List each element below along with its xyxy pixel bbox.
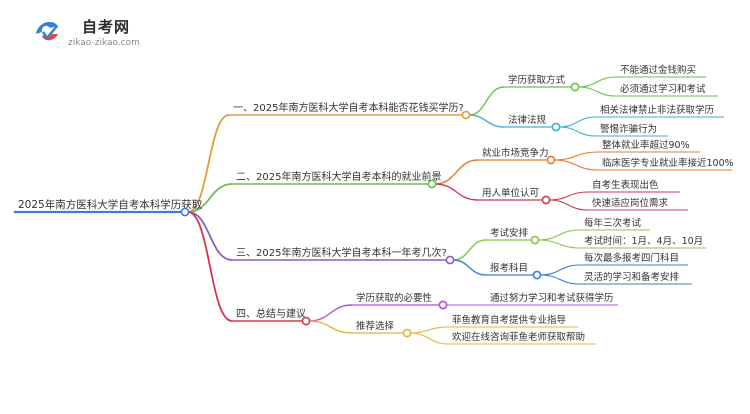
leaf-connector (558, 116, 597, 128)
leaf-topic: 通过努力学习和考试获得学历 (490, 292, 614, 304)
subtopic: 就业市场竞争力 (482, 147, 549, 159)
branch-topic: 三、2025年南方医科大学自考本科一年考几次? (236, 246, 447, 259)
leaf-connector (553, 151, 599, 161)
subtopic: 学历获取方式 (508, 74, 566, 86)
leaf-topic: 菲鱼教育自考提供专业指导 (452, 314, 566, 326)
branch-node-dot (461, 110, 471, 120)
branch-connector (187, 183, 233, 213)
leaf-topic: 整体就业率超过90% (602, 139, 690, 151)
subtopic-node-dot (551, 122, 561, 132)
leaf-topic: 临床医学专业就业率接近100% (602, 157, 734, 169)
leaf-connector (577, 86, 617, 97)
leaf-topic: 相关法律禁止非法获取学历 (600, 104, 714, 116)
leaf-topic: 欢迎在线咨询菲鱼老师获取帮助 (452, 331, 585, 343)
logo-domain: zikao-zikao.com (68, 38, 140, 48)
leaf-connector (539, 264, 581, 276)
leaf-connector (539, 274, 581, 285)
leaf-topic: 每年三次考试 (584, 217, 642, 229)
leaf-topic: 考试时间：1月、4月、10月 (584, 235, 703, 247)
subtopic: 推荐选择 (356, 320, 395, 332)
leaf-connector (537, 229, 581, 241)
logo-mark-icon (32, 16, 62, 46)
branch-node-dot (427, 179, 437, 189)
leaf-topic: 自考生表现出色 (592, 179, 659, 191)
leaf-connector (548, 191, 589, 201)
branch-topic: 一、2025年南方医科大学自考本科能否花钱买学历? (233, 101, 464, 114)
leaf-connector (548, 199, 589, 211)
leaf-topic: 每次最多报考四门科目 (584, 252, 679, 264)
subtopic-connector (468, 86, 505, 116)
subtopic: 报考科目 (490, 262, 528, 274)
root-topic: 2025年南方医科大学自考本科学历获取 (18, 198, 203, 211)
branch-node-dot (445, 255, 455, 265)
branch-topic: 二、2025年南方医科大学自考本科的就业前景 (236, 170, 441, 183)
leaf-topic: 快速适应岗位需求 (592, 197, 669, 209)
branch-node-dot (301, 316, 311, 326)
leaf-topic: 不能通过金钱购买 (620, 64, 696, 76)
leaf-connector (409, 332, 449, 345)
subtopic-node-dot (570, 82, 580, 92)
subtopic-node-dot (402, 328, 412, 338)
leaf-topic: 灵活的学习和备考安排 (584, 271, 680, 283)
subtopic-node-dot (532, 270, 542, 280)
subtopic-connector (308, 320, 353, 334)
branch-connector (187, 211, 233, 322)
subtopic-node-dot (438, 300, 448, 310)
subtopic: 法律法规 (508, 114, 547, 126)
leaf-connector (537, 239, 581, 249)
leaf-connector (409, 326, 449, 334)
subtopic-connector (434, 159, 479, 185)
leaf-topic: 必须通过学习和考试 (620, 83, 706, 95)
leaf-connector (558, 126, 597, 137)
branch-topic: 四、总结与建议 (236, 307, 306, 320)
subtopic-connector (452, 259, 487, 276)
subtopic-connector (452, 239, 487, 261)
subtopic: 用人单位认可 (482, 187, 539, 199)
subtopic-connector (468, 114, 505, 128)
leaf-topic: 警惕诈骗行为 (600, 123, 657, 135)
logo: 自考网 zikao-zikao.com (30, 14, 170, 54)
leaf-connector (553, 159, 599, 171)
subtopic-node-dot (546, 155, 556, 165)
subtopic: 考试安排 (490, 227, 529, 239)
leaf-connector (577, 76, 617, 88)
subtopic: 学历获取的必要性 (356, 292, 433, 304)
branch-connector (187, 114, 230, 213)
subtopic-connector (434, 183, 479, 201)
subtopic-node-dot (541, 195, 551, 205)
root-node-dot (180, 207, 190, 217)
branch-connector (187, 211, 233, 261)
logo-title: 自考网 (82, 18, 131, 36)
subtopic-connector (308, 304, 353, 322)
subtopic-node-dot (530, 235, 540, 245)
